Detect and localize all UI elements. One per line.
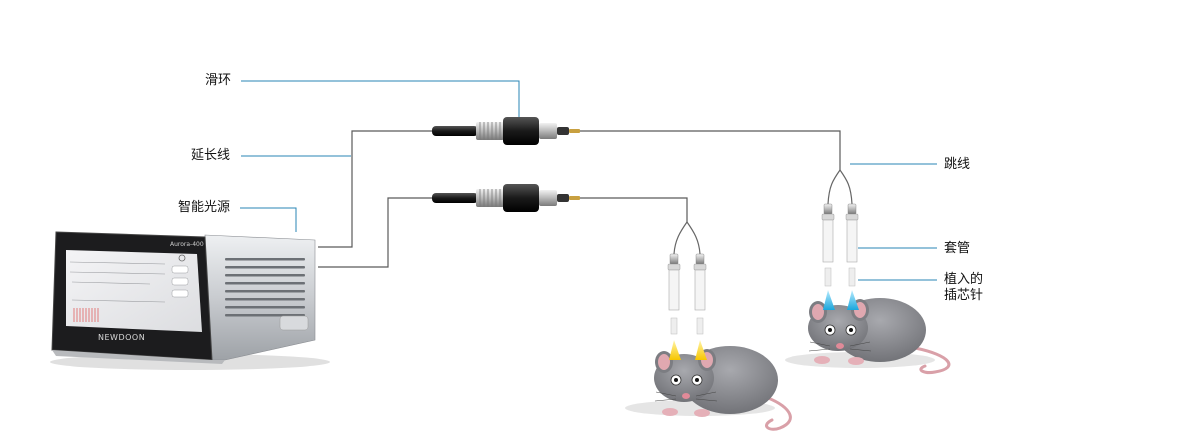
patch-cord-lower xyxy=(580,197,688,222)
patch-cord-upper xyxy=(580,130,841,170)
extension-cord-upper xyxy=(318,130,432,248)
patch-cord-fork-left xyxy=(667,221,707,335)
label-implanted-ferrule: 植入的 插芯针 xyxy=(944,272,983,304)
smart-light-source-device xyxy=(50,231,330,370)
leader-light-source xyxy=(240,207,297,232)
label-sleeve: 套管 xyxy=(944,241,971,256)
leader-slip-ring xyxy=(241,80,520,118)
label-patch-cord: 跳线 xyxy=(944,157,971,172)
extension-cord-lower xyxy=(318,197,432,268)
slip-ring-lower xyxy=(432,184,580,212)
fibers xyxy=(318,130,841,268)
label-implanted-ferrule-line1: 植入的 xyxy=(944,272,984,287)
label-extension-cord: 延长线 xyxy=(191,148,231,163)
mouse-yellow xyxy=(625,340,792,431)
mouse-blue xyxy=(785,290,951,374)
slip-ring-upper xyxy=(432,117,580,145)
device-model-text: Aurora-400 xyxy=(170,241,204,248)
label-slip-ring: 滑环 xyxy=(205,73,232,88)
patch-cord-fork-right xyxy=(821,169,859,287)
label-smart-light-source: 智能光源 xyxy=(178,200,231,215)
device-brand-text: NEWDOON xyxy=(98,333,145,342)
label-implanted-ferrule-line2: 插芯针 xyxy=(944,288,984,303)
leader-lines xyxy=(240,80,937,281)
